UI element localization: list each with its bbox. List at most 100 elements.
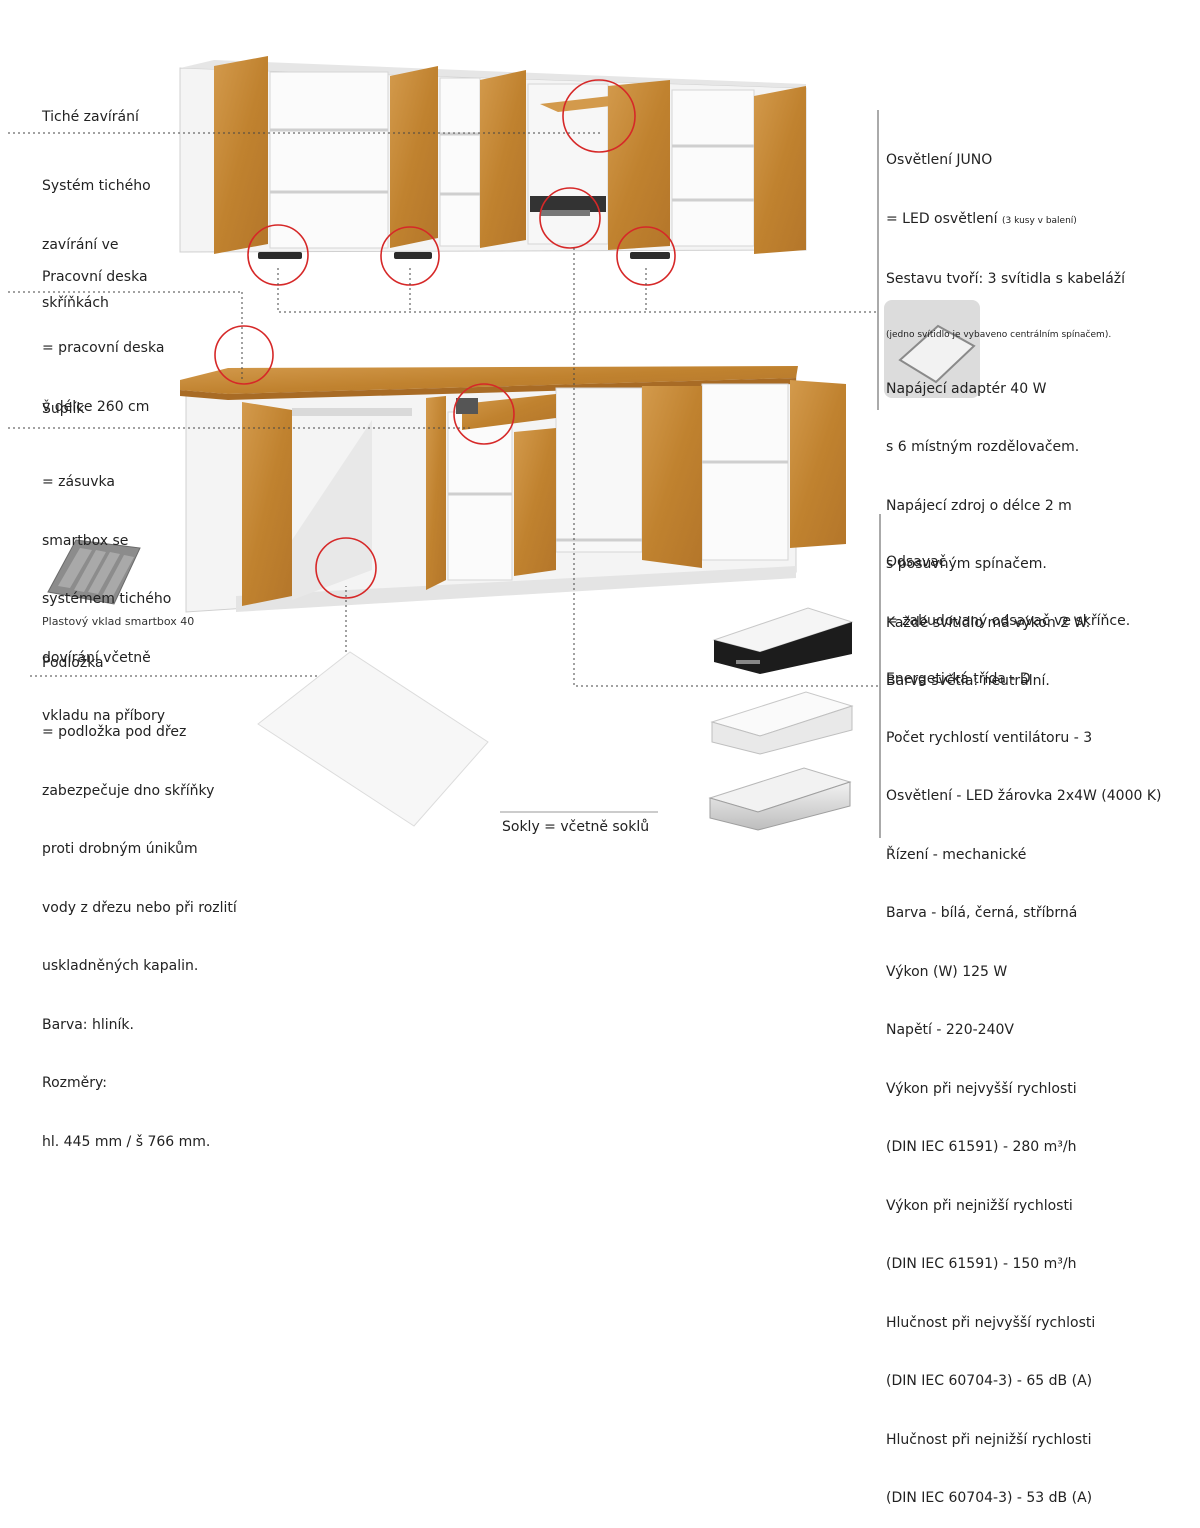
mat-title: Podložka <box>42 655 104 671</box>
lower-door-2 <box>426 396 446 590</box>
hood-line: Barva - bílá, černá, stříbrná <box>886 905 1078 921</box>
worktop-edge <box>180 378 796 400</box>
upper-interior-1 <box>269 71 389 249</box>
hood-line: (DIN IEC 61591) - 280 m³/h <box>886 1139 1077 1155</box>
lighting-line-text: = LED osvětlení <box>886 210 998 227</box>
hood-title: Odsavač <box>886 554 947 570</box>
led-thumbnail-panel <box>898 324 976 384</box>
upper-door-3 <box>480 70 526 248</box>
lower-interior <box>701 383 789 561</box>
oven-niche <box>555 387 643 553</box>
cutlery-insert-compartment <box>102 555 134 598</box>
upper-door-1 <box>214 56 268 254</box>
sink-rail <box>292 408 412 416</box>
lower-door-4 <box>642 386 702 568</box>
mat-desc: = podložka pod dřez zabezpečuje dno skří… <box>42 684 237 1172</box>
hood-white-front <box>711 705 853 755</box>
plinth-label: Sokly = včetně soklů <box>502 819 650 835</box>
lighting-note: (jedno svítidlo je vybaveno centrálním s… <box>886 329 1112 340</box>
hood-line: Výkon při nejnižší rychlosti <box>886 1197 1073 1214</box>
highlight-circle <box>315 537 377 599</box>
hood-line: (DIN IEC 61591) - 150 m³/h <box>886 1256 1077 1272</box>
kitchen-illustration <box>8 56 980 838</box>
lighting-title: Osvětlení JUNO <box>886 152 993 168</box>
upper-cabinets <box>179 56 807 259</box>
hood-line: Řízení - mechanické <box>886 846 1027 863</box>
upper-interior-2 <box>439 77 481 247</box>
plinth <box>236 566 796 612</box>
lighting-line: Napájecí zdroj o délce 2 m <box>886 497 1072 514</box>
hood-silver-front <box>709 781 851 831</box>
silent-close-line: skříňkách <box>42 295 109 311</box>
mat-line: = podložka pod dřez <box>42 724 187 740</box>
sink-mat <box>257 651 489 827</box>
mat-line: vody z dřezu nebo při rozlití <box>42 899 237 916</box>
hood-line: Hlučnost při nejvyšší rychlosti <box>886 1314 1096 1331</box>
drawer-front <box>462 394 556 430</box>
lower-interior <box>447 411 513 581</box>
lighting-line: s 6 místným rozdělovačem. <box>886 439 1080 455</box>
highlight-circle <box>214 325 274 385</box>
silent-close-title: Tiché zavírání <box>42 109 139 125</box>
worktop-line: = pracovní deska <box>42 340 165 356</box>
led-thumbnail <box>884 300 980 398</box>
led-light <box>394 252 432 259</box>
led-light <box>630 252 670 259</box>
lower-door-3 <box>514 428 556 576</box>
upper-carcass-top <box>180 60 806 88</box>
hood-line: Osvětlení - LED žárovka 2x4W (4000 K) <box>886 788 1162 804</box>
hood-line: Výkon při nejvyšší rychlosti <box>886 1080 1077 1097</box>
hood-line: = zabudovaný odsavač ve skříňce. <box>886 612 1131 629</box>
drawer-line: systémem tichého <box>42 591 172 607</box>
drawer-line: smartbox se <box>42 532 129 549</box>
drawer-desc: = zásuvka smartbox se systémem tichého d… <box>42 434 171 746</box>
silent-close-line: zavírání ve <box>42 236 119 253</box>
cutlery-insert <box>47 539 141 605</box>
drawer-title: Šuplík <box>42 401 85 417</box>
lighting-line: Barva světla: neutrální. <box>886 673 1050 689</box>
drawer-line: = zásuvka <box>42 474 116 490</box>
hood-line: (DIN IEC 60704-3) - 65 dB (A) <box>886 1373 1093 1389</box>
hood-black <box>712 607 854 674</box>
mat-line: uskladněných kapalin. <box>42 958 199 974</box>
highlight-circle <box>539 187 601 249</box>
drawer-line: vkladu na příbory <box>42 708 165 724</box>
mat-line: Rozměry: <box>42 1075 108 1091</box>
hood-white <box>710 691 854 755</box>
mat-line: Barva: hliník. <box>42 1016 134 1033</box>
lighting-line-note: (3 kusy v balení) <box>1002 215 1077 226</box>
lighting-line: Každé svítidlo má výkon 2 W. <box>886 614 1091 631</box>
sink-base-panel <box>292 420 372 600</box>
cutlery-insert-caption: Plastový vklad smartbox 40 <box>42 615 195 628</box>
hood-line: Hlučnost při nejnižší rychlosti <box>886 1431 1092 1448</box>
cutlery-insert-compartment <box>88 552 120 594</box>
hood-trim <box>540 210 590 216</box>
lighting-line: s posuvným spínačem. <box>886 556 1047 572</box>
cutlery-insert-compartment <box>74 550 106 592</box>
upper-door-2 <box>390 66 438 248</box>
silent-close-line: Systém tichého <box>42 178 151 194</box>
worktop-desc: = pracovní deska v délce 260 cm <box>42 300 164 437</box>
hood-silver <box>708 767 852 831</box>
hood-spec: Odsavač = zabudovaný odsavač ve skříňce.… <box>886 514 1162 1528</box>
worktop-title: Pracovní deska <box>42 269 148 285</box>
upper-interior-3 <box>671 89 755 247</box>
lower-cabinets <box>180 366 846 613</box>
hood-flap <box>540 96 628 112</box>
drawer-line: dovírání včetně <box>42 649 151 666</box>
lighting-spec: Osvětlení JUNO = LED osvětlení (3 kusy v… <box>886 112 1125 711</box>
lower-door-1 <box>242 402 292 606</box>
mat-line: zabezpečuje dno skříňky <box>42 782 215 799</box>
worktop <box>180 366 798 394</box>
highlight-circle <box>453 383 515 445</box>
leader-line <box>277 268 876 313</box>
highlight-circle <box>562 79 636 153</box>
mat-line: proti drobným únikům <box>42 841 198 857</box>
highlight-circles <box>214 79 676 599</box>
lighting-line: Sestavu tvoří: 3 svítidla s kabeláží <box>886 271 1126 287</box>
leader-line <box>573 248 880 687</box>
hood-body <box>530 196 606 212</box>
lower-door-5 <box>790 380 846 548</box>
worktop-line: v délce 260 cm <box>42 398 150 415</box>
hood-line: Napětí - 220-240V <box>886 1022 1014 1038</box>
